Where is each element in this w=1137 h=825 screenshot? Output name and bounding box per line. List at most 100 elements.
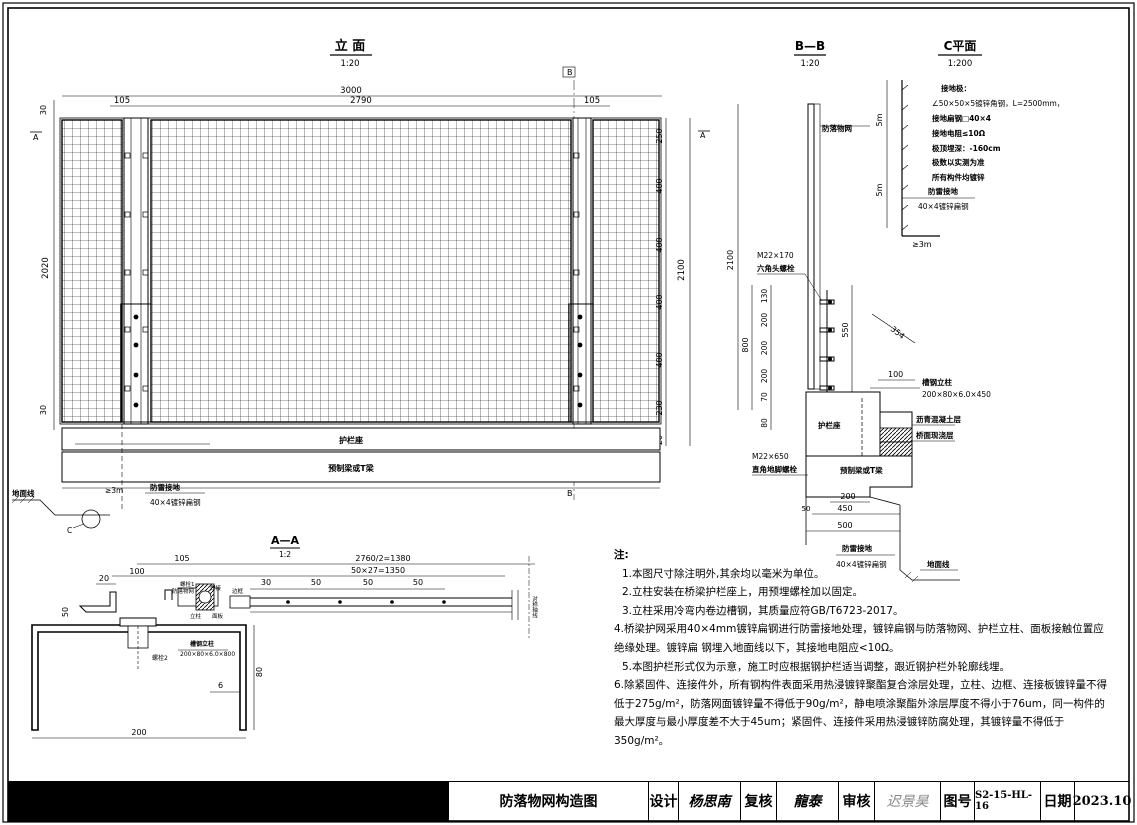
bb-bolt-type: 六角头螺栓 <box>757 263 795 273</box>
curb <box>61 427 661 451</box>
aa-post-spec: 200×80×6.0×800 <box>180 651 235 658</box>
bb-ground-label: 地面线 <box>927 559 950 569</box>
bb-beam-label: 预制梁或T梁 <box>840 465 883 475</box>
section-a-left: A <box>33 133 39 142</box>
aa-dim-20: 20 <box>99 574 109 583</box>
aa-dim-g3: 50 <box>413 578 423 587</box>
dim-3000: 3000 <box>340 86 362 96</box>
approve-label: 审核 <box>838 781 874 821</box>
aa-scale: 1:2 <box>279 550 291 559</box>
aa-title: A—A <box>271 534 300 547</box>
bb-title: B—B <box>795 39 825 53</box>
note-2: 2.立柱安装在桥梁护栏座上，用预埋螺栓加以固定。 <box>622 586 864 599</box>
cplan-dim-3m: ≥3m <box>912 240 932 249</box>
dim-400-d: 400 <box>655 352 664 367</box>
bb-flat-steel-label: 40×4镀锌扁钢 <box>836 559 887 569</box>
aa-channel <box>31 624 247 731</box>
notes-title: 注: <box>614 549 629 561</box>
post-right <box>572 117 592 425</box>
bb-dim-80: 80 <box>760 418 769 428</box>
post-left <box>123 117 149 425</box>
beam-label: 预制梁或T梁 <box>328 463 374 473</box>
dim-230: 230 <box>655 400 664 415</box>
bb-dim-450: 450 <box>837 504 852 513</box>
bb-dim-50: 50 <box>802 505 811 513</box>
aa-label-l2: 防落物网 <box>172 587 195 595</box>
bb-dim-200a: 200 <box>760 313 769 328</box>
dim-30-top: 30 <box>39 105 48 115</box>
note-4: 4.桥梁护网采用40×4mm镀锌扁钢进行防雷接地处理，镀锌扁钢与防落物网、护栏立… <box>614 623 1104 654</box>
dim-250: 250 <box>655 128 664 143</box>
note-6: 6.除紧固件、连接件外，所有钢构件表面采用热浸镀锌聚酯复合涂层处理，立柱、边框、… <box>614 679 1108 747</box>
cplan-note-1: ∠50×50×5镀锌角钢，L=2500mm， <box>932 98 1064 108</box>
cplan-note-2: 接地扁钢□40×4 <box>932 113 991 123</box>
aa-label-l1: 焊接 <box>210 584 222 592</box>
bb-post-label: 槽钢立柱 <box>922 377 952 387</box>
bb-dim-2100: 2100 <box>726 250 735 270</box>
cplan-dim-5m-a: 5m <box>875 113 884 126</box>
aa-dim-50: 50 <box>61 607 70 617</box>
aa-label-l4: 立柱 <box>190 612 202 620</box>
dim-105-right: 105 <box>584 96 600 106</box>
bb-bolt-label: M22×170 <box>757 251 794 260</box>
bb-dim-70: 70 <box>760 392 769 402</box>
design-signature: 杨思南 <box>678 781 740 821</box>
bb-scale: 1:20 <box>800 59 819 69</box>
drawing-no-label: 图号 <box>940 781 974 821</box>
beam <box>61 451 661 483</box>
aa-dim-100: 100 <box>129 567 144 576</box>
dim-2020: 2020 <box>41 257 51 279</box>
bb-net-label: 防落物网 <box>822 123 852 133</box>
dim-400-a: 400 <box>655 178 664 193</box>
note-5: 5.本图护栏形式仅为示意，施工时应根据钢护栏适当调整，跟近钢护栏外轮廓线埋。 <box>622 660 1011 673</box>
dim-30-bottom: 30 <box>39 405 48 415</box>
drawing-no: S2-15-HL-16 <box>974 781 1040 821</box>
aa-dim-half: 2760/2=1380 <box>355 554 410 563</box>
dim-3m-elev: ≥3m <box>105 486 123 495</box>
aa-dim-g2: 50 <box>363 578 373 587</box>
title-block: 防落物网构造图 设计 杨思南 复核 龍泰 审核 迟景昊 图号 S2-15-HL-… <box>8 781 1131 821</box>
aa-dim-mesh: 50×27=1350 <box>351 566 405 575</box>
aa-sym-axis: 对称轴线 <box>531 595 538 619</box>
note-3: 3.立柱采用冷弯内卷边槽钢，其质量应符GB/T6723-2017。 <box>622 604 904 617</box>
bb-dim-354: 354 <box>889 324 907 341</box>
section-a-right: A <box>700 131 706 140</box>
bb-dim-100: 100 <box>888 370 903 379</box>
section-b-top: B <box>567 68 573 77</box>
bb-lightning-label: 防雷接地 <box>842 543 872 553</box>
dim-400-b: 400 <box>655 237 664 252</box>
bb-post-spec: 200×80×6.0×450 <box>922 390 991 399</box>
aa-dim-6: 6 <box>218 681 223 690</box>
bb-anchor-type: 直角地脚螺栓 <box>752 464 797 474</box>
bb-dim-550: 550 <box>841 322 850 337</box>
mesh-panel-center <box>150 119 572 423</box>
ground-line-label: 地面线 <box>12 488 35 498</box>
cplan-scale: 1:200 <box>948 59 973 69</box>
c-plan: C平面 1:200 5m 5m ≥3m 接地极： ∠50×50×5镀锌角钢，L=… <box>875 39 1064 249</box>
bb-anchor-label: M22×650 <box>752 452 789 461</box>
cplan-note-title: 接地极： <box>941 83 971 93</box>
bb-dim-200c: 200 <box>760 369 769 384</box>
dim-400-c: 400 <box>655 294 664 309</box>
cplan-flat-steel-label: 40×4镀锌扁钢 <box>918 201 969 211</box>
detail-c-circle <box>81 509 101 529</box>
cplan-title: C平面 <box>944 39 977 53</box>
design-label: 设计 <box>648 781 678 821</box>
cplan-note-5: 极数以实测为准 <box>932 157 985 167</box>
mesh-panel-left <box>61 119 123 423</box>
inner-border <box>7 7 1130 822</box>
aa-section: A—A 1:2 105 2760/2=1380 100 50×27=1350 2… <box>31 534 538 739</box>
aa-label-bolt2: 螺栓2 <box>152 654 168 662</box>
elevation-title: 立 面 <box>335 38 366 54</box>
bb-asphalt-label: 沥青混凝土层 <box>916 414 961 424</box>
bb-dim-200: 200 <box>840 492 855 501</box>
aa-dim-105: 105 <box>174 554 189 563</box>
bb-curb-label: 护栏座 <box>818 420 841 430</box>
bb-dim-130: 130 <box>760 289 769 304</box>
date-label: 日期 <box>1040 781 1074 821</box>
note-1: 1.本图尺寸除注明外,其余均以毫米为单位。 <box>622 567 825 580</box>
cplan-note-6: 所有构件均镀锌 <box>932 172 985 182</box>
aa-label-l5: 面板 <box>212 612 224 620</box>
